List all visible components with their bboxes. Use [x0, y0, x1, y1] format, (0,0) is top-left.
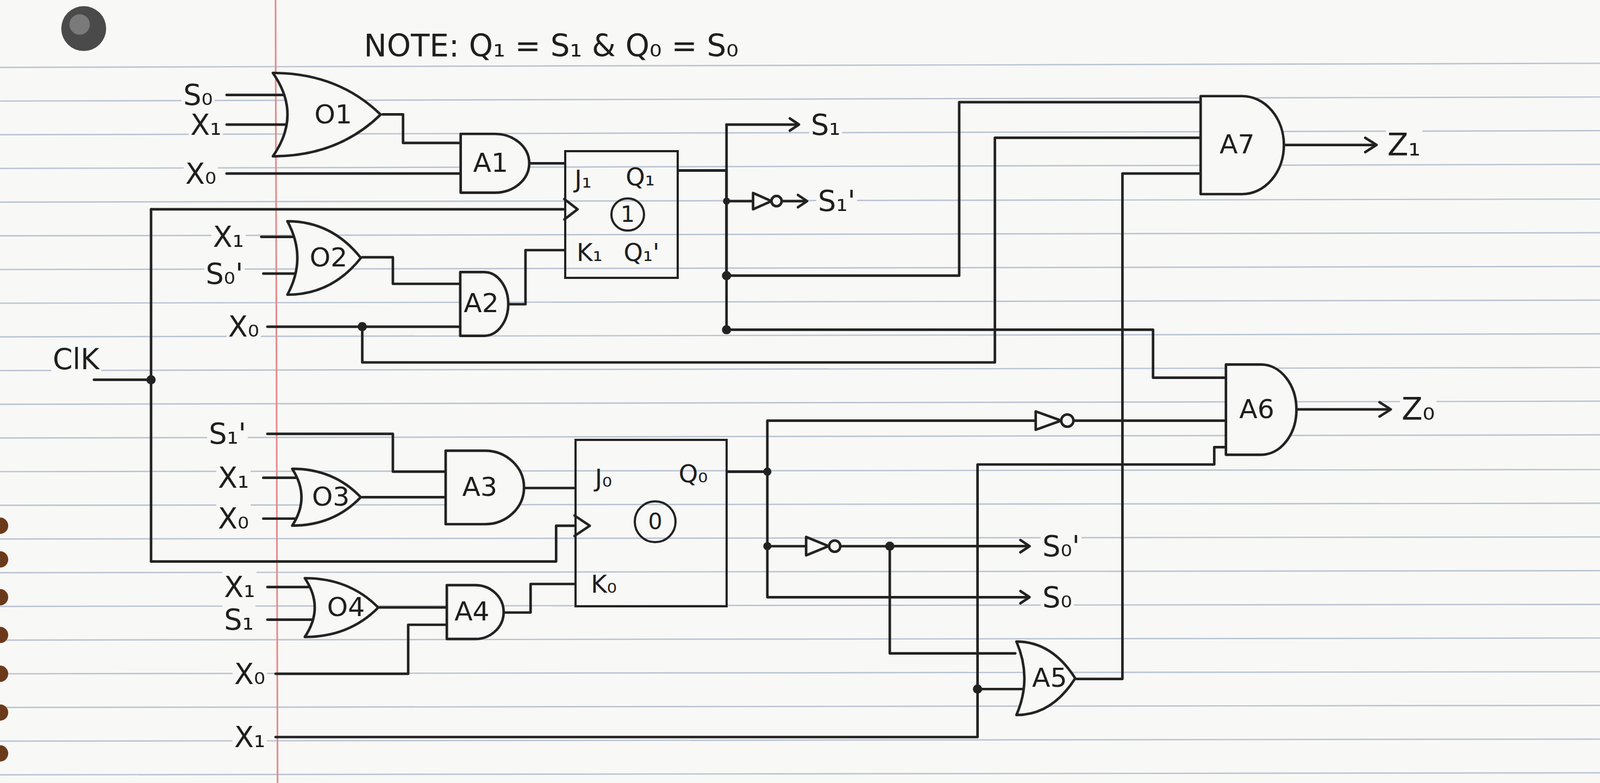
gate-label: O3	[311, 480, 350, 514]
gate-outline	[445, 450, 524, 524]
punch-hole	[69, 14, 91, 35]
wires	[94, 95, 1391, 737]
gate-label: A6	[1239, 393, 1274, 426]
logic-gate: O2	[285, 219, 363, 297]
logic-gate: O3	[290, 467, 362, 527]
inverter-bubble	[829, 540, 841, 552]
gate-label: O4	[327, 591, 365, 624]
pin-label: J₁	[574, 164, 592, 195]
note-text: NOTE: Q₁ = S₁ & Q₀ = S₀	[362, 27, 741, 65]
wire	[525, 486, 575, 490]
flip-flop-number: 1	[610, 197, 646, 233]
gate-label: A3	[462, 471, 498, 504]
wire	[678, 102, 1200, 276]
wire	[727, 471, 1016, 653]
logic-gate: A5	[1015, 639, 1077, 717]
gate-label: O1	[314, 98, 352, 131]
gate-label: A5	[1032, 661, 1067, 695]
logic-gate: A7	[1198, 94, 1286, 197]
flip-flop: J₁ Q₁ K₁ Q₁' 1	[564, 150, 679, 279]
wire	[530, 161, 565, 165]
gate-outline	[1226, 364, 1297, 455]
binder-holes	[0, 517, 9, 762]
gate-outline	[460, 271, 509, 336]
gate-outline	[292, 468, 361, 526]
signal-label: X₁	[222, 569, 257, 604]
ruled-lines	[0, 63, 1600, 775]
gate-label: O2	[309, 241, 348, 274]
logic-gate: A3	[444, 448, 526, 526]
logic-gate: O1	[270, 71, 384, 159]
margin-line	[275, 0, 278, 783]
inverter-symbol	[753, 192, 772, 210]
gate-label: A4	[454, 595, 490, 628]
signal-label: X₁	[232, 719, 267, 754]
signal-label: ClK	[51, 341, 102, 377]
logic-gate: A6	[1224, 362, 1298, 457]
wire	[504, 583, 575, 613]
gate-outline	[1016, 641, 1075, 715]
flip-flop-number-text: 0	[647, 508, 662, 536]
gate-outline	[447, 584, 505, 639]
logic-gate: A2	[459, 270, 510, 337]
signal-label: X₁	[211, 219, 246, 254]
gate-outline	[1200, 95, 1284, 194]
punch-hole	[61, 5, 107, 52]
inverter-symbol	[1035, 411, 1062, 430]
wire	[382, 114, 460, 143]
pin-label: Q₀	[678, 459, 709, 489]
signal-label: S₀'	[1040, 528, 1082, 564]
signal-label: Z₁	[1385, 126, 1423, 164]
flip-flop-number: 0	[633, 500, 677, 543]
signal-label: S₁'	[207, 416, 248, 451]
wire	[362, 495, 445, 499]
gate-label: A7	[1219, 128, 1255, 161]
pin-label: J₀	[595, 463, 612, 493]
pin-label: K₁	[576, 238, 603, 268]
pin-label: Q₁	[625, 162, 655, 192]
wire	[678, 170, 1225, 378]
wire	[1076, 173, 1199, 679]
gate-outline	[460, 133, 530, 193]
logic-gate: O4	[303, 576, 380, 639]
flip-flop-number-text: 1	[620, 201, 635, 229]
signal-label: S₁	[222, 602, 255, 637]
signal-label: S₁'	[816, 183, 858, 218]
logic-gate: A4	[445, 583, 505, 640]
signal-label: S₁	[809, 107, 842, 142]
gate-label: A2	[463, 287, 499, 320]
signal-label: X₁	[216, 460, 251, 495]
inverter-symbol	[805, 536, 829, 556]
wire	[362, 257, 460, 284]
signal-label: X₀	[232, 656, 267, 691]
flip-flop: J₀ Q₀ K₀ 0	[574, 438, 728, 608]
wire	[727, 420, 1225, 472]
pin-label: Q₁'	[623, 238, 660, 268]
gate-outline	[272, 73, 381, 157]
signal-label: X₀	[216, 501, 251, 536]
gate-label: A1	[473, 147, 509, 180]
inverter-bubble	[771, 195, 782, 206]
signal-label: X₀	[226, 309, 261, 344]
pin-label: K₀	[590, 569, 617, 599]
signal-label: X₀	[183, 156, 218, 191]
wire	[509, 250, 565, 305]
signal-label: S₀'	[204, 256, 246, 291]
signal-label: Z₀	[1400, 390, 1437, 428]
gate-outline	[304, 577, 378, 637]
logic-gate: A1	[459, 132, 531, 195]
signal-label: X₁	[188, 107, 223, 142]
signal-label: S₀	[1040, 579, 1074, 615]
gate-outline	[287, 220, 361, 295]
wire	[379, 605, 446, 609]
inverter-bubble	[1061, 414, 1074, 427]
